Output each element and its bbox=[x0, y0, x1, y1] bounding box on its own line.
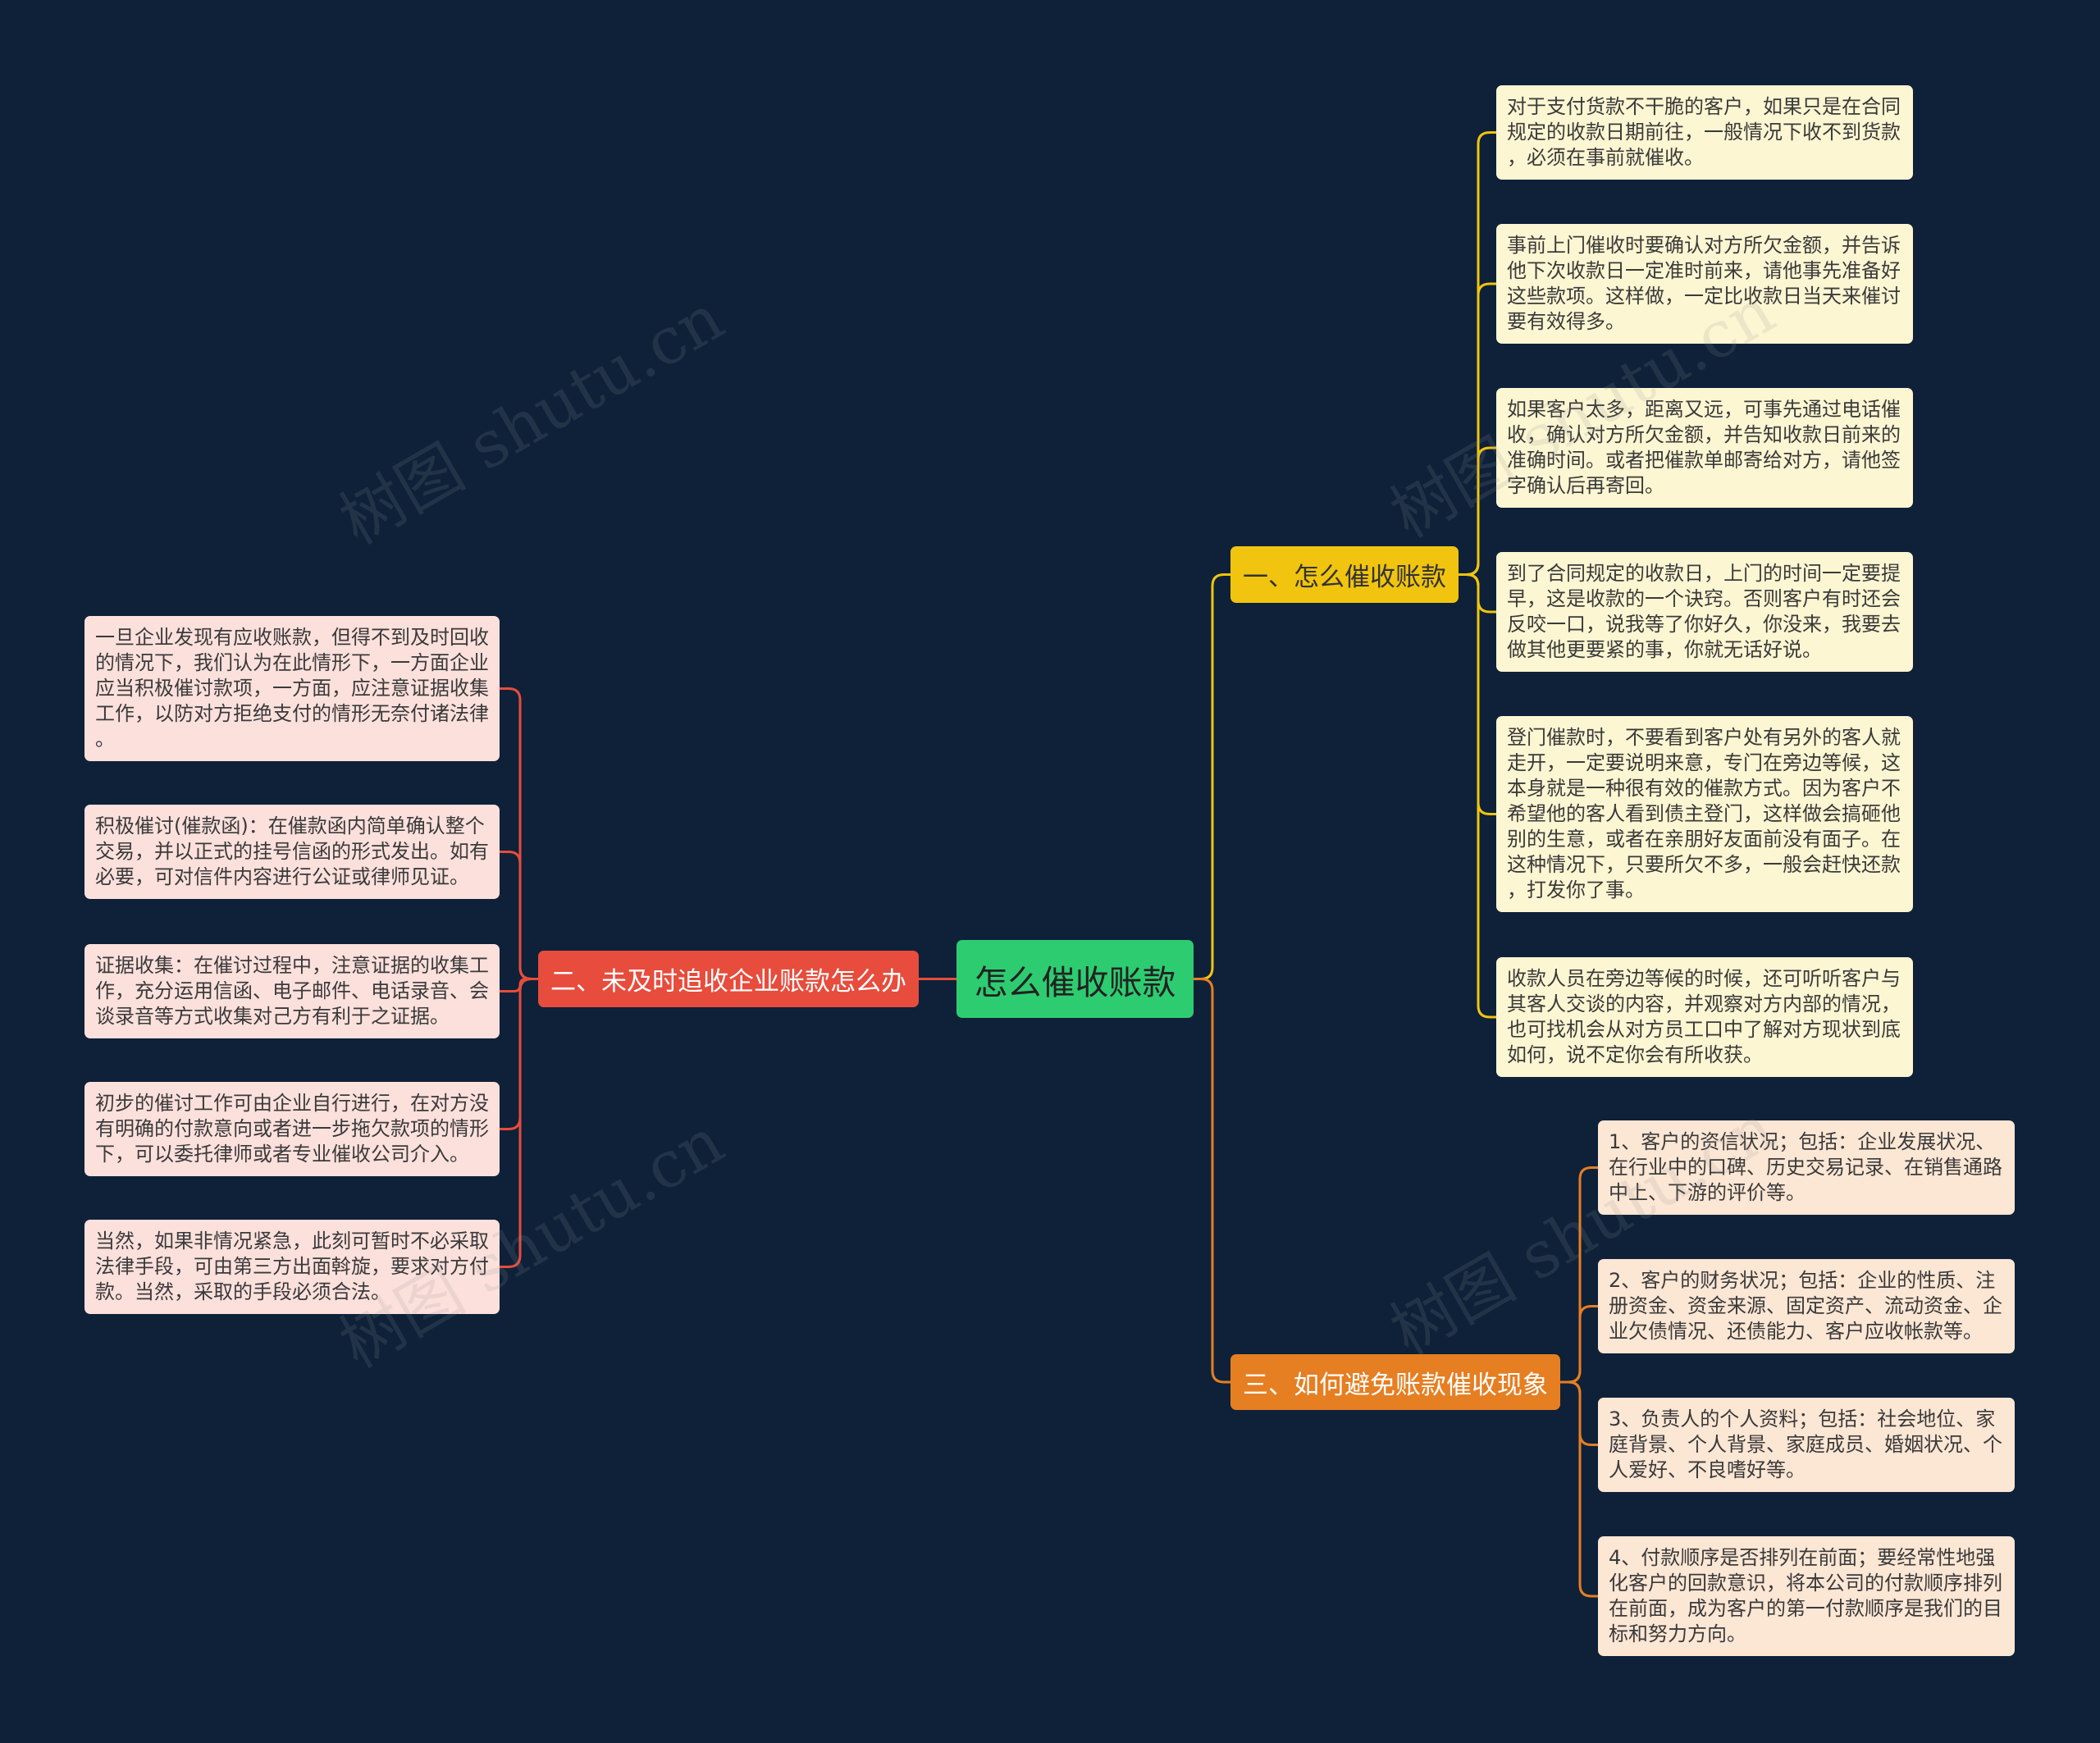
leaf-text-line: 如何，说不定你会有所收获。 bbox=[1507, 1043, 1763, 1066]
leaf-text-line: 必要，可对信件内容进行公证或律师见证。 bbox=[95, 865, 469, 888]
branch-1-leaf-4[interactable]: 到了合同规定的收款日，上门的时间一定要提早，这是收款的一个诀窍。否则客户有时还会… bbox=[1496, 552, 1913, 672]
leaf-text-line: 有明确的付款意向或者进一步拖欠款项的情形 bbox=[95, 1117, 489, 1140]
leaf-text-line: 这种情况下，只要所欠不多，一般会赶快还款 bbox=[1507, 853, 1901, 876]
leaf-text-line: 人爱好、不良嗜好等。 bbox=[1609, 1458, 1806, 1481]
leaf-text-line: 中上、下游的评价等。 bbox=[1609, 1181, 1806, 1204]
leaf-text-line: 事前上门催收时要确认对方所欠金额，并告诉 bbox=[1507, 234, 1901, 257]
branch-node-3[interactable]: 三、如何避免账款催收现象 bbox=[1230, 1354, 1560, 1410]
branch-node-2[interactable]: 二、未及时追收企业账款怎么办 bbox=[538, 951, 919, 1007]
leaf-text-line: 希望他的客人看到债主登门，这样做会搞砸他 bbox=[1507, 802, 1901, 825]
root-node[interactable]: 怎么催收账款 bbox=[956, 940, 1194, 1018]
leaf-text-line: 规定的收款日期前往，一般情况下收不到货款 bbox=[1507, 121, 1901, 144]
leaf-text-line: 在行业中的口碑、历史交易记录、在销售通路 bbox=[1609, 1156, 2002, 1179]
leaf-text-line: 当然，如果非情况紧急，此刻可暂时不必采取 bbox=[95, 1230, 489, 1252]
branch-2-leaf-1[interactable]: 一旦企业发现有应收账款，但得不到及时回收的情况下，我们认为在此情形下，一方面企业… bbox=[84, 616, 500, 761]
branch-1-leaf-2[interactable]: 事前上门催收时要确认对方所欠金额，并告诉他下次收款日一定准时前来，请他事先准备好… bbox=[1496, 224, 1913, 344]
branch-2-leaf-4[interactable]: 初步的催讨工作可由企业自行进行，在对方没有明确的付款意向或者进一步拖欠款项的情形… bbox=[84, 1082, 500, 1176]
leaf-text-line: 别的生意，或者在亲朋好友面前没有面子。在 bbox=[1507, 828, 1901, 851]
branch-1-leaf-6[interactable]: 收款人员在旁边等候的时候，还可听听客户与其客人交谈的内容，并观察对方内部的情况，… bbox=[1496, 957, 1913, 1077]
connector-branch-1-leaf-6 bbox=[1457, 573, 1498, 1019]
leaf-text-line: 走开，一定要说明来意，专门在旁边等候，这 bbox=[1507, 751, 1901, 774]
connector-root-branch-1 bbox=[1192, 573, 1232, 980]
leaf-text-line: 法律手段，可由第三方出面斡旋，要求对方付 bbox=[95, 1255, 489, 1278]
leaf-text-line: 工作，以防对方拒绝支付的情形无奈付诸法律 bbox=[95, 702, 489, 725]
leaf-text-line: 早，这是收款的一个诀窍。否则客户有时还会 bbox=[1507, 587, 1901, 610]
connector-branch-1-leaf-3 bbox=[1457, 446, 1498, 576]
leaf-text-line: 反咬一口，说我等了你好久，你没来，我要去 bbox=[1507, 613, 1901, 636]
leaf-text-line: 下，可以委托律师或者专业催收公司介入。 bbox=[95, 1143, 469, 1166]
leaf-text-line: 到了合同规定的收款日，上门的时间一定要提 bbox=[1507, 562, 1901, 585]
connector-branch-3-leaf-2 bbox=[1559, 1305, 1600, 1384]
leaf-text-line: 2、客户的财务状况；包括：企业的性质、注 bbox=[1609, 1269, 1996, 1292]
branch-1-leaf-1[interactable]: 对于支付货款不干脆的客户，如果只是在合同规定的收款日期前往，一般情况下收不到货款… bbox=[1496, 85, 1913, 180]
branch-2-leaf-3[interactable]: 证据收集：在催讨过程中，注意证据的收集工作，充分运用信函、电子邮件、电话录音、会… bbox=[84, 944, 500, 1038]
leaf-text-line: 这些款项。这样做，一定比收款日当天来催讨 bbox=[1507, 285, 1901, 308]
leaf-text-line: 业欠债情况、还债能力、客户应收帐款等。 bbox=[1609, 1320, 1983, 1343]
connector-branch-3-leaf-4 bbox=[1559, 1380, 1600, 1598]
connector-branch-2-leaf-5 bbox=[498, 978, 540, 1268]
branch-1-leaf-3[interactable]: 如果客户太多，距离又远，可事先通过电话催收，确认对方所欠金额，并告知收款日前来的… bbox=[1496, 388, 1913, 508]
leaf-text-line: 其客人交谈的内容，并观察对方内部的情况， bbox=[1507, 992, 1901, 1015]
branch-1-leaf-5[interactable]: 登门催款时，不要看到客户处有另外的客人就走开，一定要说明来意，专门在旁边等候，这… bbox=[1496, 716, 1913, 912]
leaf-text-line: 收款人员在旁边等候的时候，还可听听客户与 bbox=[1507, 967, 1901, 990]
leaf-text-line: 的情况下，我们认为在此情形下，一方面企业 bbox=[95, 651, 489, 674]
leaf-text-line: 3、负责人的个人资料；包括：社会地位、家 bbox=[1609, 1408, 1996, 1430]
leaf-text-line: 初步的催讨工作可由企业自行进行，在对方没 bbox=[95, 1092, 489, 1115]
leaf-text-line: 做其他更要紧的事，你就无话好说。 bbox=[1507, 638, 1822, 661]
leaf-text-line: 证据收集：在催讨过程中，注意证据的收集工 bbox=[95, 954, 489, 977]
leaf-text-line: 4、付款顺序是否排列在前面；要经常性地强 bbox=[1609, 1546, 1996, 1569]
leaf-text-line: 庭背景、个人背景、家庭成员、婚姻状况、个 bbox=[1609, 1433, 2002, 1456]
branch-3-leaf-4[interactable]: 4、付款顺序是否排列在前面；要经常性地强化客户的回款意识，将本公司的付款顺序排列… bbox=[1598, 1536, 2015, 1656]
branch-3-leaf-3[interactable]: 3、负责人的个人资料；包括：社会地位、家庭背景、个人背景、家庭成员、婚姻状况、个… bbox=[1598, 1398, 2015, 1492]
leaf-text-line: 一旦企业发现有应收账款，但得不到及时回收 bbox=[95, 626, 489, 649]
branch-3-leaf-1[interactable]: 1、客户的资信状况；包括：企业发展状况、在行业中的口碑、历史交易记录、在销售通路… bbox=[1598, 1120, 2015, 1215]
leaf-text-line: 积极催讨(催款函)：在催款函内简单确认整个 bbox=[95, 814, 485, 837]
leaf-text-line: 对于支付货款不干脆的客户，如果只是在合同 bbox=[1507, 95, 1901, 118]
leaf-text-line: 1、客户的资信状况；包括：企业发展状况、 bbox=[1609, 1130, 1996, 1153]
leaf-text-line: 应当积极催讨款项，一方面，应注意证据收集 bbox=[95, 677, 489, 700]
leaf-text-line: 谈录音等方式收集对己方有利于之证据。 bbox=[95, 1005, 450, 1028]
leaf-text-line: 册资金、资金来源、固定资产、流动资金、企 bbox=[1609, 1294, 2002, 1317]
leaf-text-line: 化客户的回款意识，将本公司的付款顺序排列 bbox=[1609, 1572, 2002, 1595]
connector-root-branch-3 bbox=[1192, 978, 1232, 1384]
leaf-text-line: 收，确认对方所欠金额，并告知收款日前来的 bbox=[1507, 423, 1901, 446]
leaf-text-line: 要有效得多。 bbox=[1507, 310, 1625, 333]
leaf-text-line: 在前面，成为客户的第一付款顺序是我们的目 bbox=[1609, 1597, 2002, 1620]
leaf-text-line: 款。当然，采取的手段必须合法。 bbox=[95, 1280, 390, 1303]
branch-node-1[interactable]: 一、怎么催收账款 bbox=[1230, 546, 1459, 603]
branch-2-leaf-2[interactable]: 积极催讨(催款函)：在催款函内简单确认整个交易，并以正式的挂号信函的形式发出。如… bbox=[84, 805, 500, 899]
branch-2-leaf-5[interactable]: 当然，如果非情况紧急，此刻可暂时不必采取法律手段，可由第三方出面斡旋，要求对方付… bbox=[84, 1220, 500, 1314]
branch-3-leaf-2[interactable]: 2、客户的财务状况；包括：企业的性质、注册资金、资金来源、固定资产、流动资金、企… bbox=[1598, 1259, 2015, 1353]
leaf-text-line: 作，充分运用信函、电子邮件、电话录音、会 bbox=[95, 979, 489, 1002]
leaf-text-line: 标和努力方向。 bbox=[1609, 1622, 1746, 1645]
leaf-text-line: ，必须在事前就催收。 bbox=[1507, 146, 1704, 169]
connector-branch-2-leaf-3 bbox=[498, 978, 540, 992]
leaf-text-line: 登门催款时，不要看到客户处有另外的客人就 bbox=[1507, 726, 1901, 749]
leaf-text-line: 。 bbox=[95, 728, 115, 751]
leaf-text-line: 本身就是一种很有效的催款方式。因为客户不 bbox=[1507, 777, 1901, 800]
leaf-text-line: 字确认后再寄回。 bbox=[1507, 474, 1664, 497]
leaf-text-line: 交易，并以正式的挂号信函的形式发出。如有 bbox=[95, 840, 489, 863]
leaf-text-line: 准确时间。或者把催款单邮寄给对方，请他签 bbox=[1507, 449, 1901, 472]
leaf-text-line: ，打发你了事。 bbox=[1507, 878, 1645, 901]
leaf-text-line: 也可找机会从对方员工口中了解对方现状到底 bbox=[1507, 1018, 1901, 1041]
leaf-text-line: 他下次收款日一定准时前来，请他事先准备好 bbox=[1507, 259, 1901, 282]
connector-branch-2-leaf-2 bbox=[498, 851, 540, 980]
leaf-text-line: 如果客户太多，距离又远，可事先通过电话催 bbox=[1507, 398, 1901, 421]
